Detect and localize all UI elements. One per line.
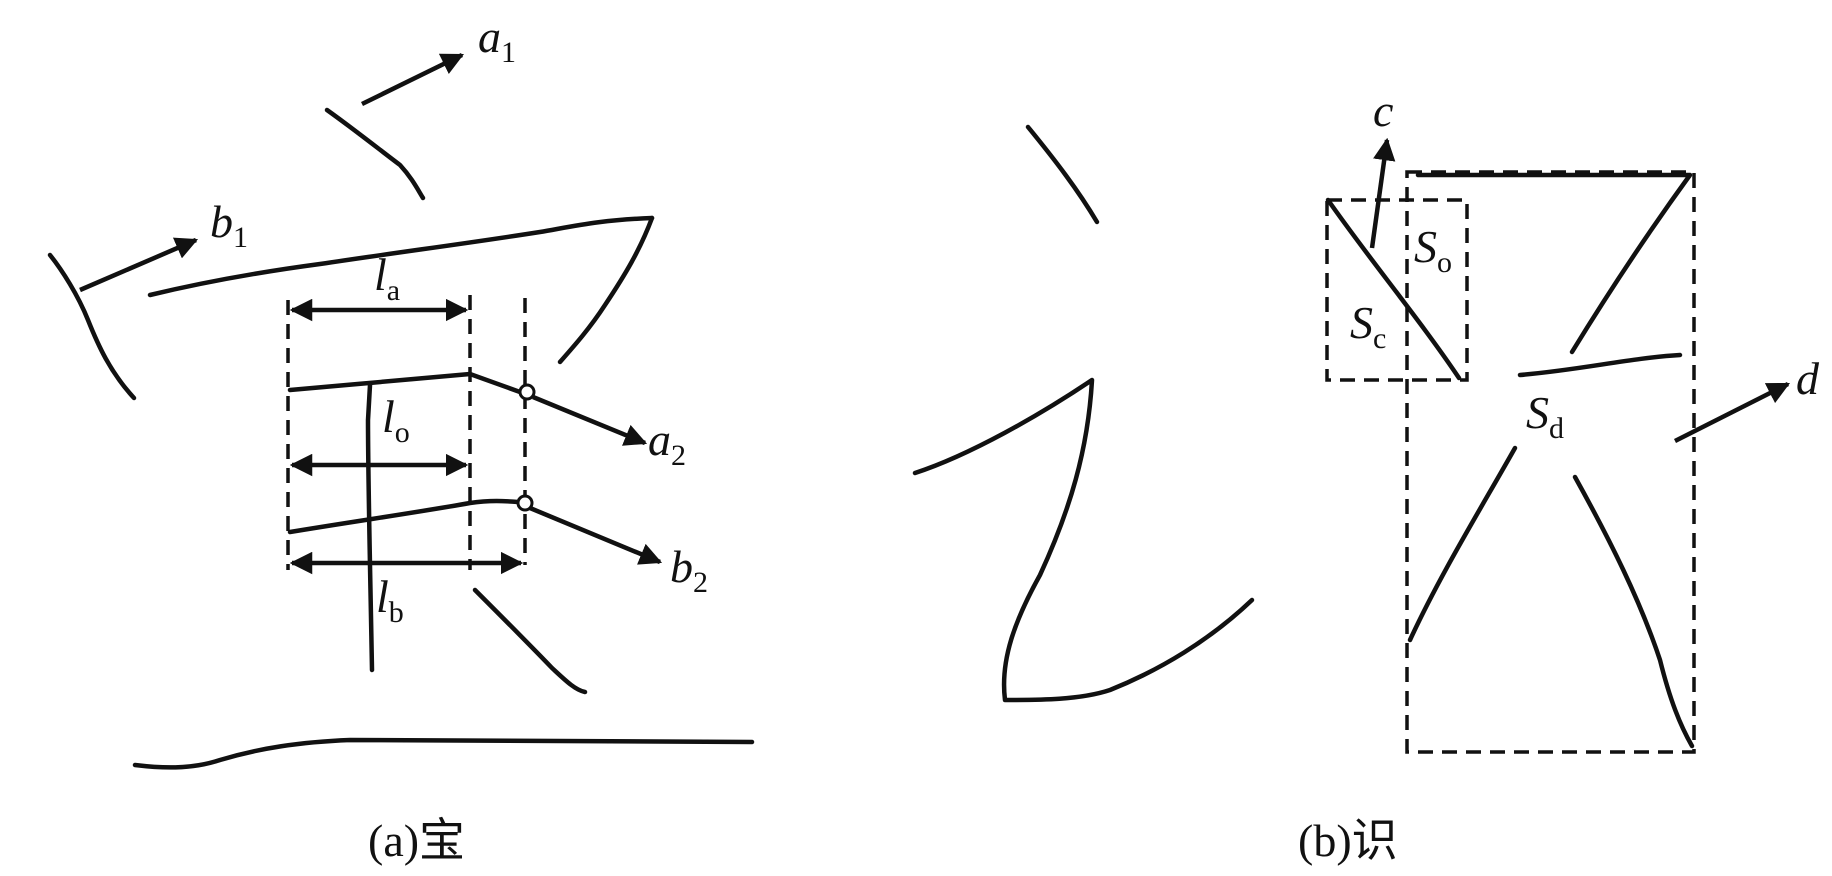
stroke-a-roof-hook (557, 215, 655, 365)
label-Sd-base: S (1526, 387, 1549, 438)
stroke-b-left-leg (1407, 445, 1518, 643)
stroke-b-speech-body (912, 377, 1255, 703)
caption-b: (b)识 (1298, 815, 1398, 866)
label-a2-base: a (648, 414, 671, 465)
label-a2-sub: 2 (671, 439, 686, 472)
stroke-a-jade-vertical (365, 382, 375, 673)
direction-arrow-b1 (79, 237, 199, 293)
label-lb: lb (376, 571, 404, 629)
stroke-a-dot (324, 107, 426, 201)
label-So-sub: o (1437, 246, 1452, 279)
stroke-a-roof (147, 215, 655, 298)
stroke-b-speech-dot (1025, 124, 1100, 225)
stroke-a-jade-top (287, 371, 523, 395)
label-Sc-base: S (1350, 297, 1373, 348)
panel-a: a1 b1 la lo lb a2 b2 (a)宝 (47, 11, 755, 866)
label-c-base: c (1373, 85, 1393, 136)
label-b1-sub: 1 (233, 221, 248, 254)
stroke-b-c-diagonal (1325, 197, 1462, 381)
label-a1-sub: 1 (501, 36, 516, 69)
label-lo-base: l (382, 391, 395, 442)
stroke-a-bottom (132, 737, 755, 770)
stroke-end-marker-b2 (516, 494, 534, 512)
stroke-a-jade-mid (287, 498, 521, 535)
stroke-a-jade-dot (472, 587, 588, 695)
label-b1: b1 (210, 196, 248, 254)
stroke-b-right-leg (1572, 474, 1695, 749)
label-lo: lo (382, 391, 410, 449)
label-lb-base: l (376, 571, 389, 622)
label-c: c (1373, 85, 1393, 136)
label-a1: a1 (478, 11, 516, 69)
label-la-base: l (374, 249, 387, 300)
label-Sd: Sd (1526, 387, 1564, 445)
label-lo-sub: o (395, 416, 410, 449)
stroke-end-marker-a2 (518, 383, 536, 401)
direction-arrow-b2 (529, 505, 663, 565)
caption-a: (a)宝 (368, 815, 465, 866)
bounding-box-d (1405, 170, 1696, 754)
label-lb-sub: b (389, 596, 404, 629)
stroke-a-left-hook (47, 252, 137, 401)
label-Sc: Sc (1350, 297, 1386, 355)
label-d: d (1796, 353, 1820, 404)
label-So: So (1414, 221, 1452, 279)
label-a2: a2 (648, 414, 686, 472)
bounding-box-c (1325, 198, 1469, 382)
stroke-b-middle-bar (1517, 352, 1683, 378)
label-la: la (374, 249, 400, 307)
label-Sc-sub: c (1373, 322, 1386, 355)
label-la-sub: a (387, 274, 400, 307)
label-Sd-sub: d (1549, 412, 1564, 445)
label-b1-base: b (210, 196, 233, 247)
panel-b: c d So Sc Sd (b)识 (912, 85, 1820, 866)
label-d-base: d (1796, 353, 1820, 404)
label-b2-base: b (670, 541, 693, 592)
direction-arrow-c (1369, 137, 1396, 249)
direction-arrow-a1 (361, 52, 465, 107)
label-So-base: S (1414, 221, 1437, 272)
label-a1-base: a (478, 11, 501, 62)
label-b2: b2 (670, 541, 708, 599)
direction-arrow-d (1673, 381, 1791, 444)
stroke-b-top-bar (1415, 172, 1693, 355)
direction-arrow-a2 (532, 394, 648, 446)
label-b2-sub: 2 (693, 566, 708, 599)
